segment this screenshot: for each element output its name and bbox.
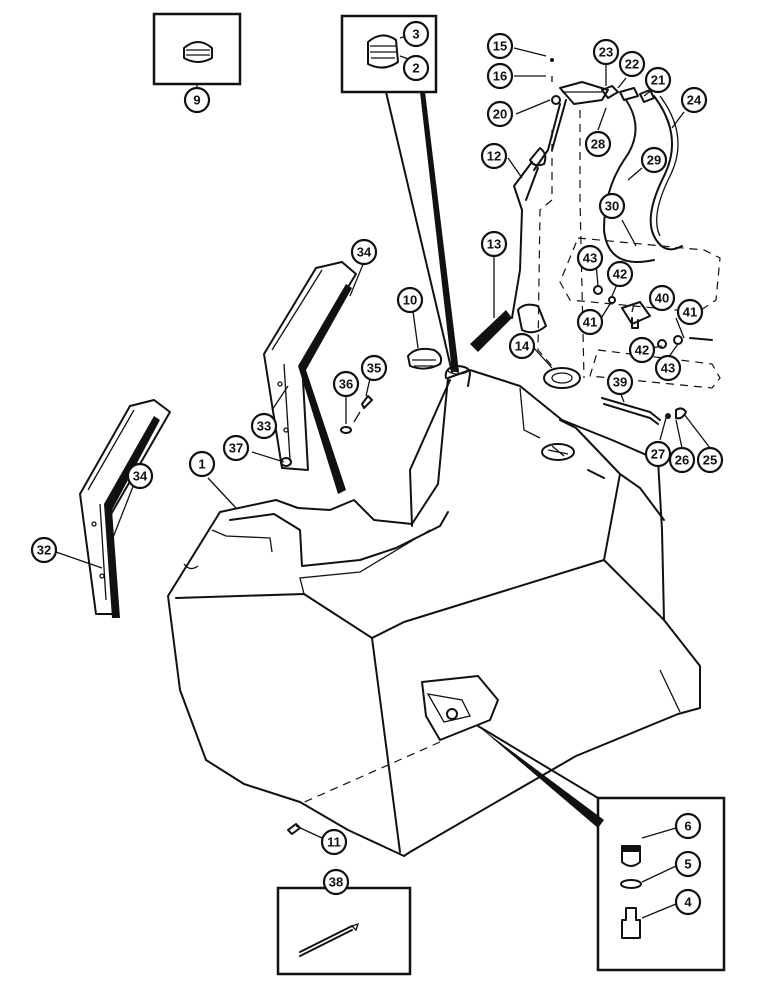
svg-text:14: 14: [515, 339, 530, 354]
callout-29: 29: [640, 146, 668, 174]
svg-text:3: 3: [412, 27, 419, 42]
callout-2: 2: [402, 54, 430, 82]
callout-40: 40: [648, 284, 676, 312]
svg-text:42: 42: [635, 343, 649, 358]
callout-5: 5: [674, 850, 702, 878]
svg-text:23: 23: [599, 45, 613, 60]
callout-41b: 41: [676, 298, 704, 326]
callout-4: 4: [674, 888, 702, 916]
fuel-sender: [470, 58, 721, 425]
callout-13: 13: [480, 230, 508, 258]
callout-24: 24: [680, 86, 708, 114]
callout-30: 30: [598, 192, 626, 220]
callout-3: 3: [402, 20, 430, 48]
svg-text:38: 38: [329, 875, 343, 890]
svg-text:35: 35: [367, 361, 381, 376]
svg-text:21: 21: [651, 73, 665, 88]
callout-39: 39: [606, 368, 634, 396]
svg-text:36: 36: [339, 377, 353, 392]
inset-tie-strap: [276, 886, 412, 976]
hardware: [280, 395, 373, 835]
svg-text:43: 43: [583, 251, 597, 266]
callout-43b: 43: [654, 354, 682, 382]
callout-32: 32: [30, 536, 58, 564]
callout-28: 28: [584, 130, 612, 158]
inset-drain-plug: [596, 796, 726, 972]
svg-text:6: 6: [684, 819, 691, 834]
callout-12: 12: [480, 142, 508, 170]
callout-42b: 42: [628, 336, 656, 364]
svg-text:33: 33: [257, 419, 271, 434]
callout-11: 11: [320, 828, 348, 856]
callout-10: 10: [396, 286, 424, 314]
callout-37: 37: [222, 434, 250, 462]
svg-text:41: 41: [683, 305, 697, 320]
svg-text:22: 22: [625, 57, 639, 72]
callout-14: 14: [508, 332, 536, 360]
svg-text:37: 37: [229, 441, 243, 456]
callouts: 9 3 2 15 16 20 23 22 21 24 28 29 12 30 1…: [30, 20, 724, 916]
svg-text:28: 28: [591, 137, 605, 152]
callout-9: 9: [183, 86, 211, 114]
svg-text:39: 39: [613, 375, 627, 390]
svg-text:5: 5: [684, 857, 691, 872]
callout-25: 25: [696, 446, 724, 474]
callout-1: 1: [188, 450, 216, 478]
callout-20: 20: [486, 100, 514, 128]
callout-27: 27: [644, 440, 672, 468]
grommet-10: [407, 347, 443, 370]
leader-lines: [55, 47, 711, 895]
svg-text:40: 40: [655, 291, 669, 306]
callout-43a: 43: [576, 244, 604, 272]
svg-text:32: 32: [37, 543, 51, 558]
svg-text:16: 16: [493, 69, 507, 84]
svg-text:25: 25: [703, 453, 717, 468]
callout-41a: 41: [576, 308, 604, 336]
svg-text:4: 4: [684, 895, 692, 910]
inset-filler-neck: [340, 14, 459, 373]
svg-text:9: 9: [193, 93, 200, 108]
callout-21: 21: [644, 66, 672, 94]
svg-text:34: 34: [357, 245, 372, 260]
svg-text:15: 15: [493, 39, 507, 54]
callout-33: 33: [250, 412, 278, 440]
svg-text:1: 1: [198, 457, 205, 472]
svg-text:11: 11: [327, 835, 341, 850]
svg-text:42: 42: [613, 267, 627, 282]
callout-34a: 34: [350, 238, 378, 266]
callout-36: 36: [332, 370, 360, 398]
callout-6: 6: [674, 812, 702, 840]
callout-23: 23: [592, 38, 620, 66]
svg-text:2: 2: [412, 61, 419, 76]
svg-text:27: 27: [651, 447, 665, 462]
svg-text:34: 34: [133, 469, 148, 484]
callout-22: 22: [618, 50, 646, 78]
inset-filler-cap: [152, 12, 242, 90]
svg-text:43: 43: [661, 361, 675, 376]
callout-34b: 34: [126, 462, 154, 490]
callout-35: 35: [360, 354, 388, 382]
fuel-tank: [167, 365, 701, 857]
callout-26: 26: [668, 446, 696, 474]
svg-text:26: 26: [675, 453, 689, 468]
svg-text:10: 10: [403, 293, 417, 308]
svg-text:24: 24: [687, 93, 702, 108]
strap-pad-34a: [104, 416, 160, 618]
svg-text:13: 13: [487, 237, 501, 252]
strap-pad-34b: [298, 284, 352, 494]
callout-38: 38: [322, 868, 350, 896]
callout-16: 16: [486, 62, 514, 90]
svg-text:12: 12: [487, 149, 501, 164]
svg-text:29: 29: [647, 153, 661, 168]
svg-text:30: 30: [605, 199, 619, 214]
callout-15: 15: [486, 32, 514, 60]
callout-42a: 42: [606, 260, 634, 288]
svg-text:20: 20: [493, 107, 507, 122]
svg-text:41: 41: [583, 315, 597, 330]
